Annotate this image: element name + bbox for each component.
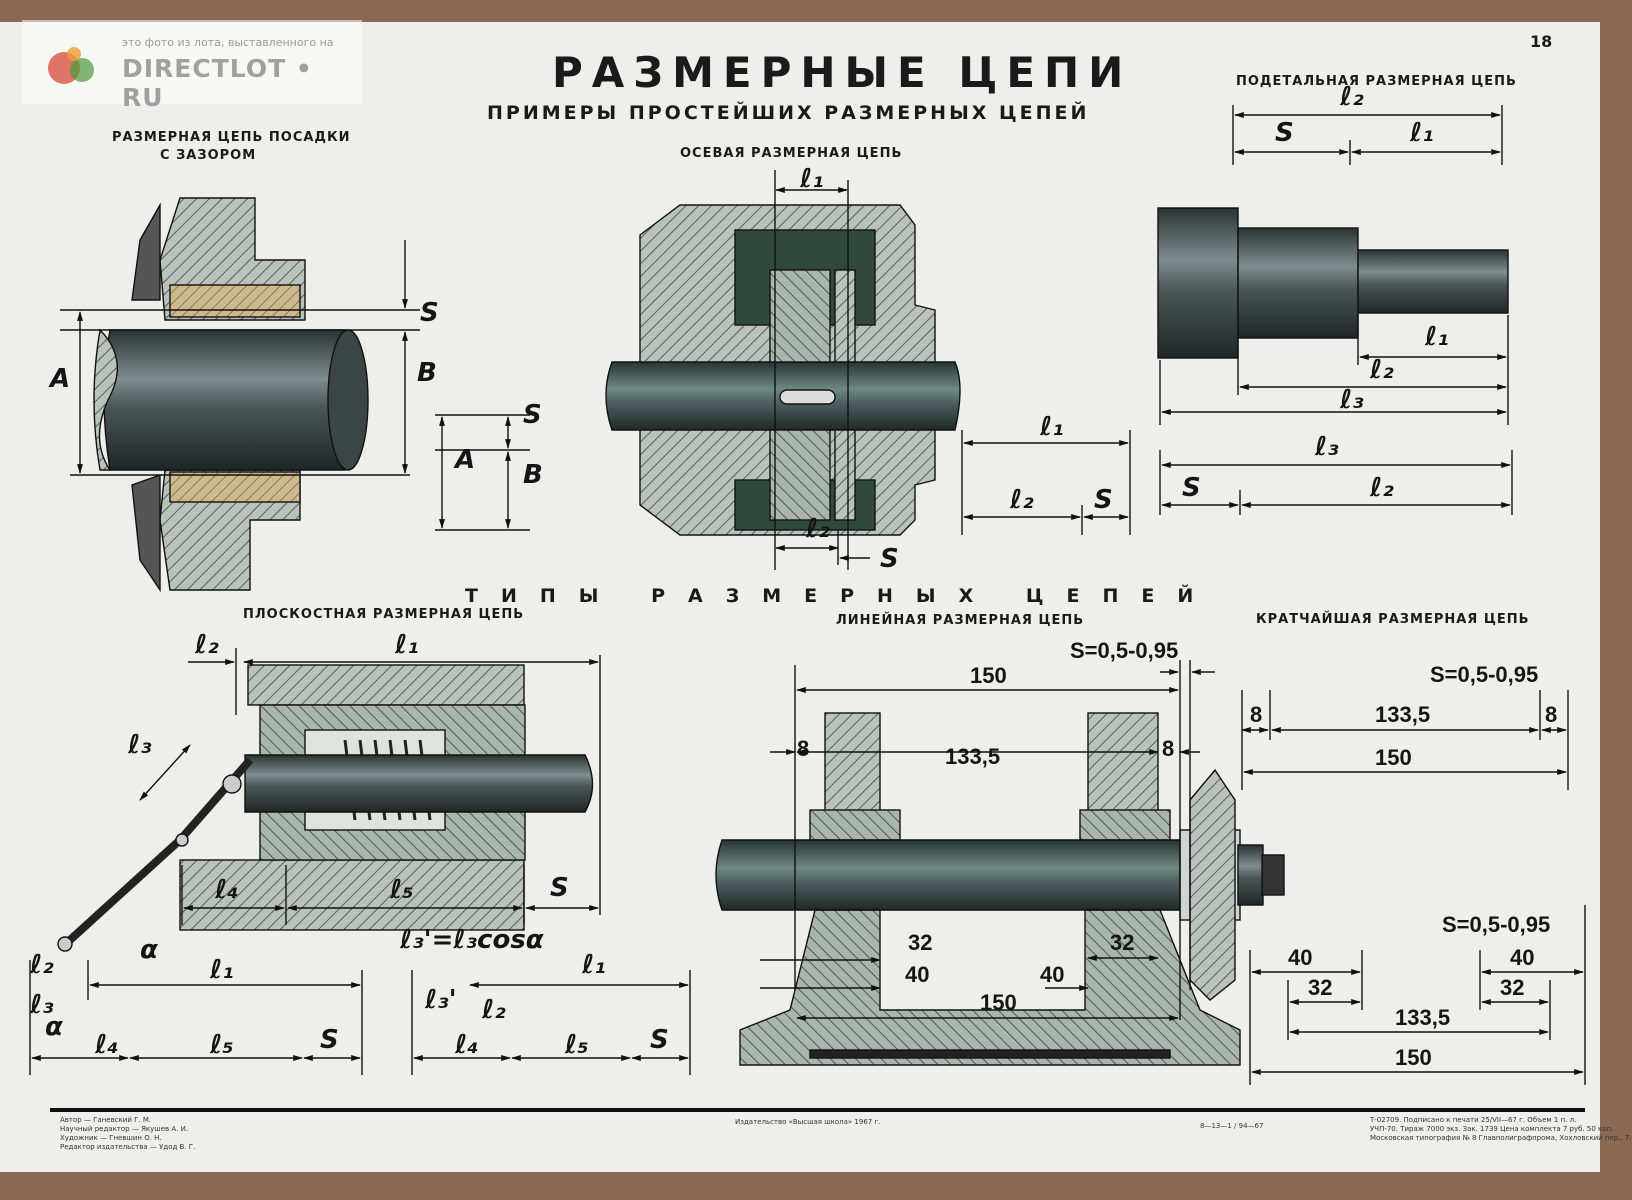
caption-linear: ЛИНЕЙНАЯ РАЗМЕРНАЯ ЦЕПЬ <box>836 613 1085 628</box>
dim-s-range: S=0,5-0,95 <box>1430 662 1539 687</box>
caption-fit-line1: РАЗМЕРНАЯ ЦЕПЬ ПОСАДКИ <box>112 130 351 145</box>
watermark-brand: DIRECTLOT • RU <box>122 54 313 112</box>
caption-fit-line2: С ЗАЗОРОМ <box>160 148 257 163</box>
label-A: A <box>50 364 71 394</box>
dim-8: 8 <box>1250 702 1263 727</box>
label-alpha: α <box>45 1012 63 1042</box>
label-l2: ℓ₂ <box>1010 485 1034 515</box>
label-B: B <box>523 460 543 490</box>
label-l1: ℓ₁ <box>1425 322 1449 352</box>
label-l5: ℓ₅ <box>565 1030 589 1060</box>
dim-150: 150 <box>970 663 1007 688</box>
caption-axial: ОСЕВАЯ РАЗМЕРНАЯ ЦЕПЬ <box>680 146 903 161</box>
label-l1: ℓ₁ <box>395 630 419 660</box>
label-S: S <box>523 400 542 430</box>
linear-bracket-assembly <box>715 712 1285 1066</box>
label-l2: ℓ₂ <box>30 950 54 980</box>
dim-8: 8 <box>1545 702 1558 727</box>
section-title-types: ТИПЫ РАЗМЕРНЫХ ЦЕПЕЙ <box>465 585 1217 607</box>
dim-40: 40 <box>1288 945 1313 970</box>
watermark: это фото из лота, выставленного на DIREC… <box>22 20 362 112</box>
dim-32: 32 <box>1110 930 1135 955</box>
formula-l3-cos: ℓ₃'=ℓ₃cosα <box>400 925 544 955</box>
dim-40: 40 <box>905 962 930 987</box>
label-l3: ℓ₃ <box>128 730 152 760</box>
page-number: 18 <box>1530 32 1553 51</box>
dim-32: 32 <box>908 930 933 955</box>
label-l2: ℓ₂ <box>1370 473 1394 503</box>
footer-science-editor: Научный редактор — Якушев А. И. <box>60 1125 189 1133</box>
footer-author: Автор — Ганевский Г. М. <box>60 1116 152 1124</box>
label-l1: ℓ₁ <box>1040 412 1064 442</box>
footer-print-info-2: УЧП-70. Тираж 7000 экз. Зак. 1739 Цена к… <box>1370 1125 1614 1133</box>
label-l3: ℓ₃ <box>1340 385 1364 415</box>
footer-artist: Художник — Гневшин О. Н. <box>60 1134 162 1142</box>
label-l1: ℓ₁ <box>210 955 234 985</box>
dim-150: 150 <box>1375 745 1412 770</box>
dim-150: 150 <box>1395 1045 1432 1070</box>
label-alpha: α <box>140 935 158 965</box>
footer-print-info-3: Московская типография № 8 Главполиграфпр… <box>1370 1134 1632 1142</box>
dim-32: 32 <box>1308 975 1333 1000</box>
label-l4: ℓ₄ <box>95 1030 119 1060</box>
dim-8: 8 <box>797 736 810 761</box>
label-l5: ℓ₅ <box>210 1030 234 1060</box>
footer-print-info-1: Т-02709. Подписано к печати 25/VII—67 г.… <box>1370 1116 1577 1124</box>
dim-133-5: 133,5 <box>1375 702 1431 727</box>
watermark-caption: это фото из лота, выставленного на <box>122 36 334 49</box>
label-l4: ℓ₄ <box>215 875 239 905</box>
dim-40: 40 <box>1040 962 1065 987</box>
stepped-shaft <box>1157 207 1509 359</box>
label-S: S <box>1094 485 1113 515</box>
label-B: B <box>417 358 437 388</box>
label-l3: ℓ₃ <box>30 990 54 1020</box>
dim-133-5: 133,5 <box>1395 1005 1451 1030</box>
label-l2: ℓ₂ <box>482 995 506 1025</box>
fit-gear-assembly <box>93 197 369 593</box>
page-subtitle: ПРИМЕРЫ ПРОСТЕЙШИХ РАЗМЕРНЫХ ЦЕПЕЙ <box>487 102 1090 124</box>
dim-s-range: S=0,5-0,95 <box>1442 912 1551 937</box>
label-S: S <box>320 1025 339 1055</box>
label-l3-prime: ℓ₃' <box>425 985 457 1015</box>
label-l1: ℓ₁ <box>1410 118 1434 148</box>
label-l4: ℓ₄ <box>455 1030 479 1060</box>
label-l2: ℓ₂ <box>195 630 219 660</box>
axial-gearbox <box>605 204 961 536</box>
dim-133-5: 133,5 <box>945 744 1001 769</box>
label-l1: ℓ₁ <box>800 164 824 194</box>
label-A: A <box>455 445 476 475</box>
dim-32: 32 <box>1500 975 1525 1000</box>
label-S: S <box>1275 118 1294 148</box>
dim-s-range: S=0,5-0,95 <box>1070 638 1179 663</box>
dim-8: 8 <box>1162 736 1175 761</box>
caption-detail: ПОДЕТАЛЬНАЯ РАЗМЕРНАЯ ЦЕПЬ <box>1236 74 1517 89</box>
caption-planar: ПЛОСКОСТНАЯ РАЗМЕРНАЯ ЦЕПЬ <box>243 607 525 622</box>
label-l3: ℓ₃ <box>1315 432 1339 462</box>
label-l2: ℓ₂ <box>1370 355 1394 385</box>
label-S: S <box>650 1025 669 1055</box>
footer-code: 8—13—1 / 94—67 <box>1200 1122 1264 1130</box>
footer-publisher: Издательство «Высшая школа» 1967 г. <box>735 1118 881 1126</box>
caption-shortest: КРАТЧАЙШАЯ РАЗМЕРНАЯ ЦЕПЬ <box>1256 612 1530 627</box>
label-S: S <box>880 544 899 574</box>
footer-editor: Редактор издательства — Удод В. Г. <box>60 1143 196 1151</box>
squirrel-logo-icon <box>48 47 94 84</box>
dim-150: 150 <box>980 990 1017 1015</box>
label-l1: ℓ₁ <box>582 950 606 980</box>
planar-mechanism <box>57 664 594 952</box>
label-S: S <box>1182 473 1201 503</box>
label-l2: ℓ₂ <box>806 514 830 544</box>
label-l5: ℓ₅ <box>390 875 414 905</box>
label-S: S <box>420 298 439 328</box>
label-S: S <box>550 873 569 903</box>
page-title: РАЗМЕРНЫЕ ЦЕПИ <box>552 48 1133 97</box>
label-l2: ℓ₂ <box>1340 82 1364 112</box>
dim-40: 40 <box>1510 945 1535 970</box>
